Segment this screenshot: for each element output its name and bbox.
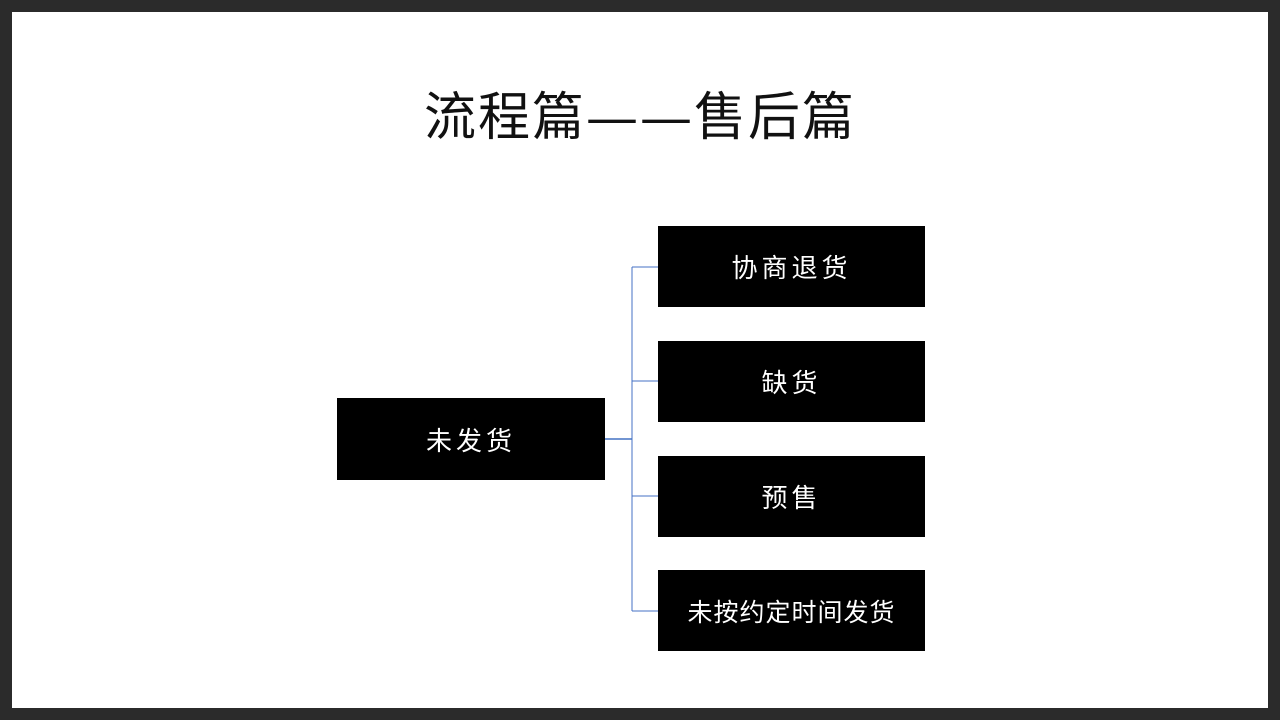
child-node-negotiated-return: 协商退货 bbox=[658, 226, 925, 307]
child-node-out-of-stock: 缺货 bbox=[658, 341, 925, 422]
tree-connectors bbox=[605, 266, 658, 612]
slide: 流程篇——售后篇 未发货 协商退货 缺货 预售 未按约定时间发货 bbox=[12, 12, 1268, 708]
child-node-late-shipment: 未按约定时间发货 bbox=[658, 570, 925, 651]
root-node: 未发货 bbox=[337, 398, 605, 480]
page-title: 流程篇——售后篇 bbox=[423, 88, 856, 148]
child-node-presale: 预售 bbox=[658, 456, 925, 537]
